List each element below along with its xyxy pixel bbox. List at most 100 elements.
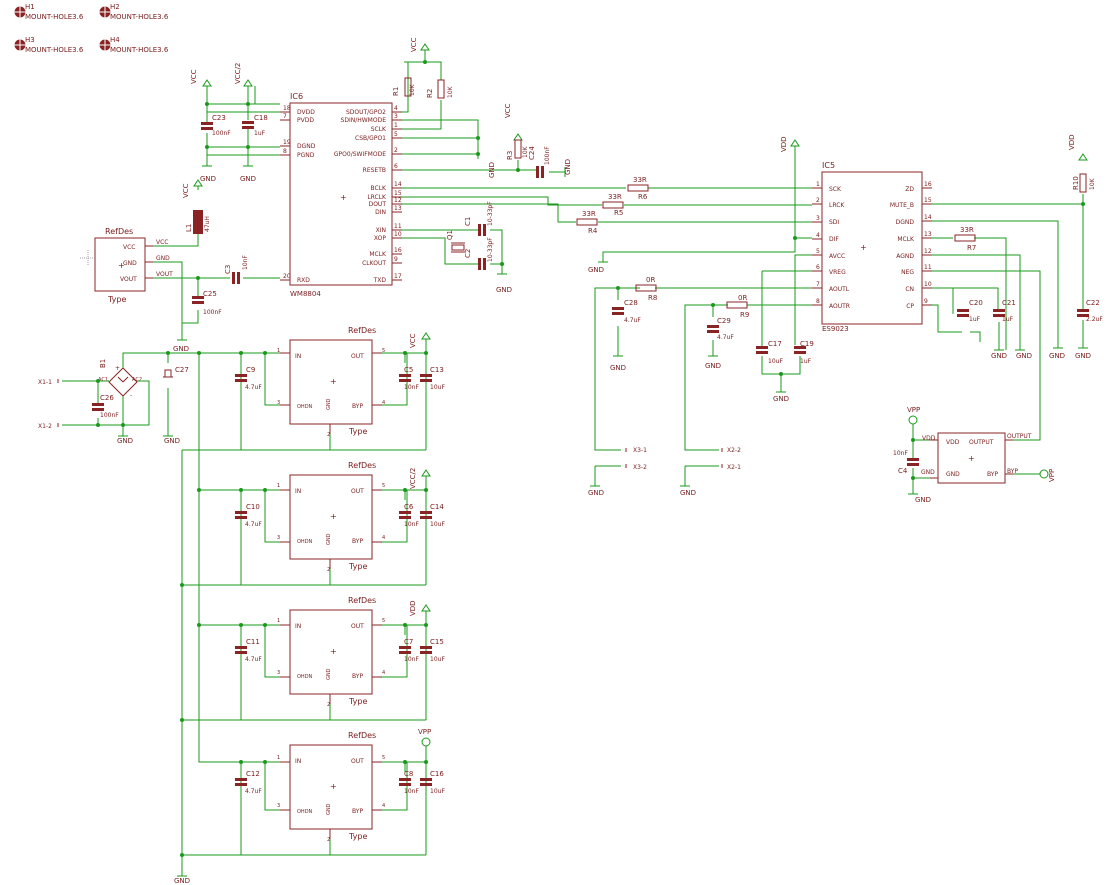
- ic5-pin-name: CP: [906, 303, 914, 310]
- ic6-pin-num: 8: [283, 148, 287, 155]
- mount-hole-value: MOUNT-HOLE3.6: [25, 46, 84, 54]
- ic6-pin-num: 12: [394, 197, 402, 204]
- ic6-wm8804: IC6 WM8804 + 18 DVDD 7 PVDD 19 DGND 8 PG…: [280, 92, 402, 298]
- gnd-label: GND: [117, 437, 133, 445]
- gnd-label: GND: [773, 395, 789, 403]
- svg-text:3: 3: [277, 400, 280, 406]
- svg-text:GND: GND: [326, 533, 332, 545]
- svg-text:3: 3: [277, 535, 280, 541]
- svg-text:RefDes: RefDes: [348, 731, 376, 740]
- svg-text:+: +: [330, 647, 337, 656]
- ic6-pin-name: DIN: [375, 209, 386, 216]
- ic6-pin-num: 15: [394, 190, 402, 197]
- ic5-pin-name: NEG: [901, 269, 914, 276]
- svg-text:X2-1: X2-1: [727, 464, 741, 471]
- ic5-pin-num: 4: [816, 232, 820, 239]
- ic6-pin-name: RESETB: [363, 167, 386, 174]
- svg-text:OHDN: OHDN: [297, 539, 313, 545]
- ldo-regulator-3: RefDes Type IN OUT OHDN GND BYP + VDD C1…: [235, 596, 445, 720]
- svg-text:100nF: 100nF: [100, 412, 119, 419]
- ir-refdes: RefDes: [105, 227, 133, 236]
- svg-text:C10: C10: [246, 503, 260, 511]
- svg-text:R4: R4: [588, 227, 598, 235]
- svg-text:R3: R3: [506, 151, 514, 160]
- mount-hole-ref: H2: [110, 3, 120, 11]
- svg-text:VDD: VDD: [946, 439, 960, 446]
- ic6-pin-num: 19: [283, 139, 291, 146]
- svg-text:100nF: 100nF: [212, 130, 231, 137]
- svg-text:Type: Type: [348, 832, 367, 841]
- ic5-pin-num: 11: [924, 264, 932, 271]
- svg-text:C26: C26: [100, 394, 114, 402]
- svg-text:C12: C12: [246, 770, 260, 778]
- svg-text:10nF: 10nF: [404, 788, 419, 795]
- svg-text:X3-1: X3-1: [633, 447, 647, 454]
- svg-text:BYP: BYP: [352, 403, 363, 410]
- ic5-pin-num: 15: [924, 197, 932, 204]
- ic5-pin-name: CN: [905, 286, 914, 293]
- svg-text:C25: C25: [203, 290, 217, 298]
- ic5-pin-name: SCK: [829, 186, 842, 193]
- gnd-label: GND: [174, 877, 190, 885]
- svg-text:BYP: BYP: [987, 471, 998, 478]
- ic6-pin-num: 7: [283, 113, 287, 120]
- svg-text:4: 4: [382, 535, 385, 541]
- svg-text:IN: IN: [295, 758, 301, 765]
- vpp-module: VDD OUTPUT GND BYP + VDD OUTPUT BYP GND: [921, 432, 1032, 484]
- svg-text:C9: C9: [246, 366, 255, 374]
- net-label-vcc: VCC: [504, 103, 512, 118]
- svg-text:+: +: [330, 512, 337, 521]
- svg-text:10uF: 10uF: [768, 358, 783, 365]
- svg-text:OUT: OUT: [351, 623, 364, 630]
- ic5-pin-name: AOUTR: [829, 303, 850, 310]
- svg-text:BYP: BYP: [352, 673, 363, 680]
- net-label-vcc: VCC: [410, 37, 418, 52]
- svg-text:X1-2: X1-2: [38, 423, 52, 430]
- ic5-es9023: IC5 ES9023 + SCK 1 LRCK 2 SDI 3 DIF 4 AV…: [812, 161, 932, 333]
- mount-hole-h3: H3 MOUNT-HOLE3.6: [14, 36, 84, 54]
- ir-net-label: VCC: [156, 239, 168, 246]
- svg-text:VDD: VDD: [409, 600, 417, 616]
- mount-hole-value: MOUNT-HOLE3.6: [110, 46, 169, 54]
- svg-text:1uF: 1uF: [969, 316, 981, 323]
- ic6-pin-name: LRCLK: [367, 194, 387, 201]
- svg-text:5: 5: [382, 618, 385, 624]
- svg-text:10uF: 10uF: [430, 521, 445, 528]
- svg-text:2: 2: [327, 702, 330, 708]
- gnd-label: GND: [240, 175, 256, 183]
- svg-text:VPP: VPP: [418, 728, 431, 736]
- svg-text:R2: R2: [426, 89, 434, 98]
- svg-text:10K: 10K: [522, 145, 529, 158]
- svg-text:GND: GND: [326, 668, 332, 680]
- ic5-pin-num: 7: [816, 281, 820, 288]
- svg-text:OUTPUT: OUTPUT: [1007, 433, 1032, 440]
- svg-text:C21: C21: [1002, 299, 1016, 307]
- gnd-label: GND: [1075, 352, 1091, 360]
- svg-text:Type: Type: [348, 562, 367, 571]
- svg-text:IN: IN: [295, 488, 301, 495]
- gnd-label: GND: [1016, 352, 1032, 360]
- svg-text:OUTPUT: OUTPUT: [969, 439, 994, 446]
- svg-text:10uF: 10uF: [430, 788, 445, 795]
- svg-text:RefDes: RefDes: [348, 461, 376, 470]
- ir-pin-name: VOUT: [120, 276, 137, 283]
- svg-text:C27: C27: [175, 366, 189, 374]
- ir-type: Type: [107, 295, 126, 304]
- ic6-pin-num: 16: [394, 247, 402, 254]
- svg-text:33R: 33R: [960, 226, 974, 234]
- ic5-pin-name: VREG: [829, 269, 846, 276]
- net-label-vdd: VDD: [1068, 134, 1076, 150]
- ic5-pin-num: 12: [924, 248, 932, 255]
- ic6-pin-name: TXD: [373, 277, 387, 284]
- svg-text:BYP: BYP: [352, 808, 363, 815]
- ic6-pin-num: 3: [394, 113, 398, 120]
- ic6-pin-name: SCLK: [371, 126, 387, 133]
- svg-text:C4: C4: [898, 467, 908, 475]
- ic6-pin-name: SDIN/HWMODE: [341, 117, 387, 124]
- svg-text:C1: C1: [464, 217, 472, 226]
- svg-text:+: +: [115, 365, 120, 372]
- svg-text:4.7uF: 4.7uF: [245, 788, 262, 795]
- svg-text:OHDN: OHDN: [297, 674, 313, 680]
- ic6-pin-name: XOP: [374, 235, 386, 242]
